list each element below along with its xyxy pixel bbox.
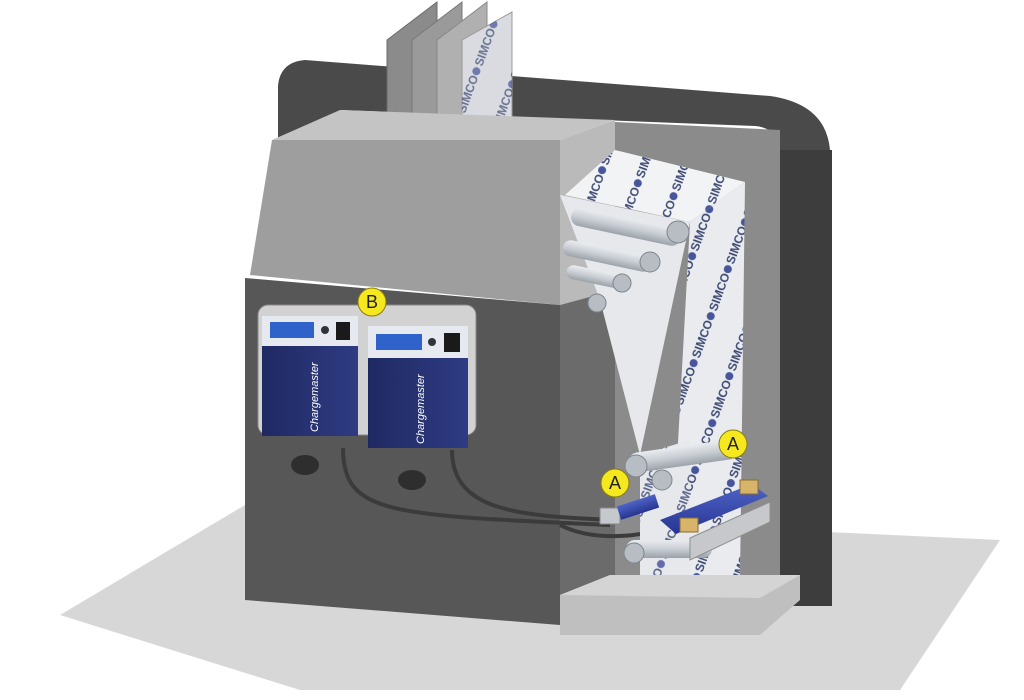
cable-2 (450, 449, 616, 522)
housing-top (250, 140, 560, 305)
callout-a-right: A (718, 429, 748, 459)
callout-b: B (357, 287, 387, 317)
callout-a-left: A (600, 468, 630, 498)
svg-text:A: A (727, 434, 739, 454)
housing-side (560, 290, 615, 625)
unit-2-brand: Chargemaster (415, 373, 427, 444)
svg-text:A: A (609, 473, 621, 493)
svg-text:B: B (366, 292, 378, 312)
cable-1 (341, 447, 611, 527)
charge-unit-2: Chargemaster (368, 326, 468, 448)
back-frame-right-side (780, 150, 832, 606)
housing-top-lid (272, 110, 615, 140)
web-top-pattern (565, 150, 745, 222)
unit-1-brand: Chargemaster (309, 361, 321, 432)
cable-port-2 (398, 470, 426, 490)
charging-bar-left (599, 494, 660, 525)
cable-port-1 (291, 455, 319, 475)
charge-unit-1: Chargemaster (262, 316, 358, 436)
base-block-top (560, 575, 800, 598)
charging-bar-right (660, 479, 771, 561)
